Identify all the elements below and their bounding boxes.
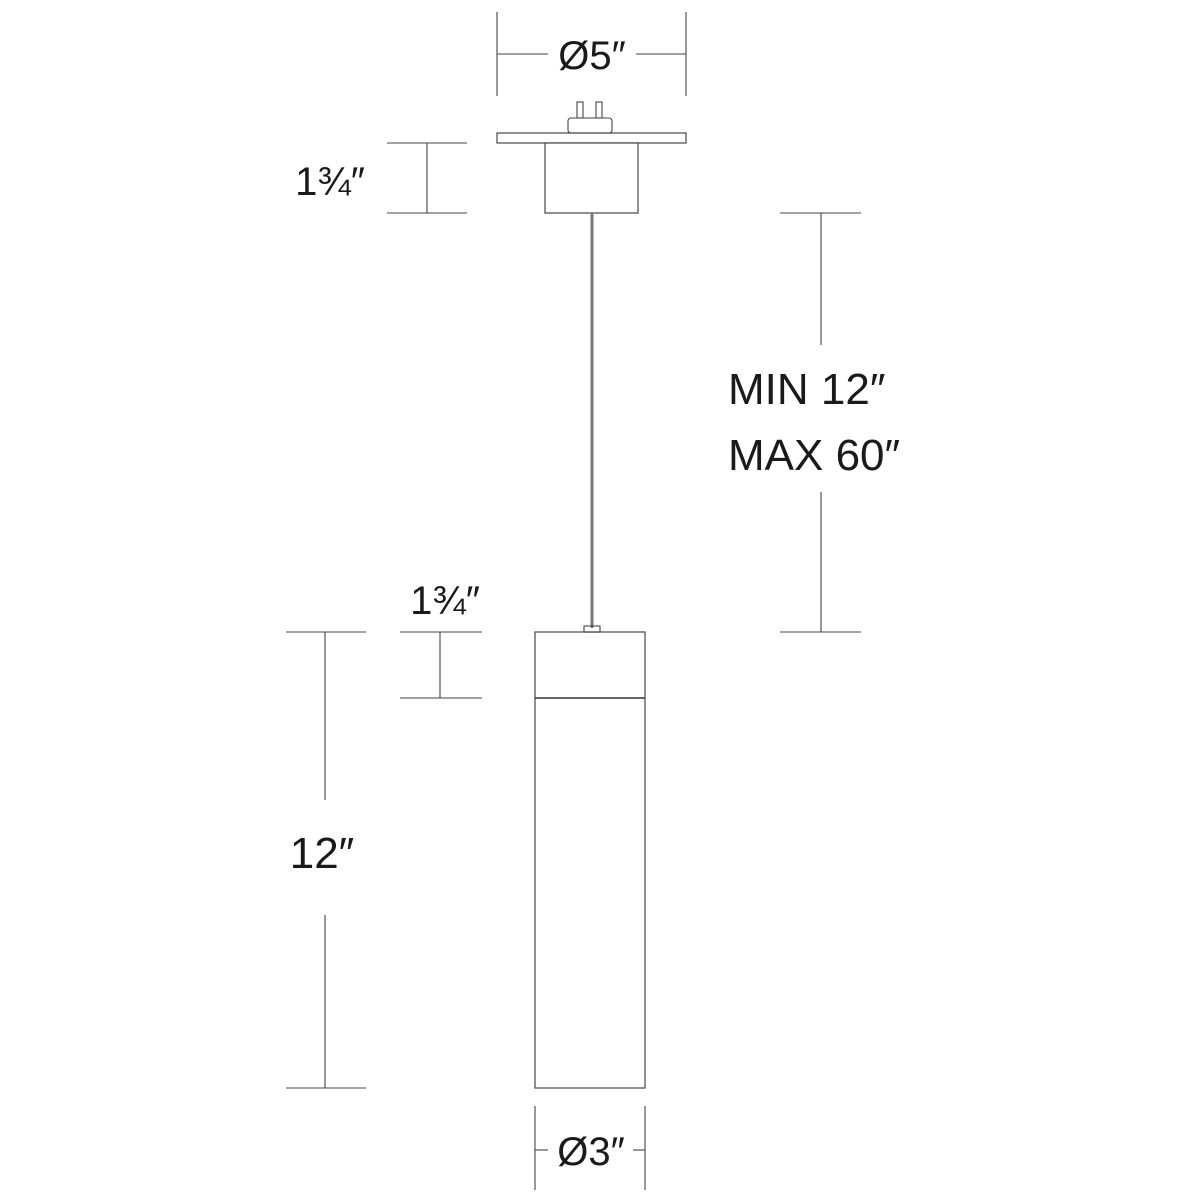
- shade-cylinder: [534, 631, 646, 1089]
- canopy: [496, 101, 687, 214]
- canopy-diameter-dimension: Ø5″: [496, 12, 687, 96]
- cord-length-dimension: MIN 12″ MAX 60″: [728, 212, 900, 633]
- cap-height-label: 1¾″: [410, 579, 480, 623]
- canopy-plate: [496, 132, 687, 144]
- cap-height-dimension: 1¾″: [400, 579, 482, 699]
- shade-diameter-dimension: Ø3″: [534, 1106, 646, 1190]
- canopy-screw-left: [576, 101, 584, 119]
- shade-diameter-label: Ø3″: [557, 1130, 625, 1174]
- canopy-screw-right: [595, 101, 603, 119]
- shade-height-label: 12″: [290, 829, 355, 878]
- pendant-shade: [534, 625, 646, 1089]
- canopy-height-label: 1¾″: [295, 160, 365, 204]
- canopy-height-dimension: 1¾″: [295, 142, 467, 214]
- shade-height-dimension: 12″: [286, 631, 366, 1089]
- canopy-diameter-label: Ø5″: [558, 34, 626, 78]
- cord-max-label: MAX 60″: [728, 431, 900, 480]
- canopy-body: [544, 142, 639, 214]
- shade-cord-grip: [583, 625, 601, 633]
- canopy-mounting-bracket: [567, 117, 613, 134]
- cord-min-label: MIN 12″: [728, 365, 885, 414]
